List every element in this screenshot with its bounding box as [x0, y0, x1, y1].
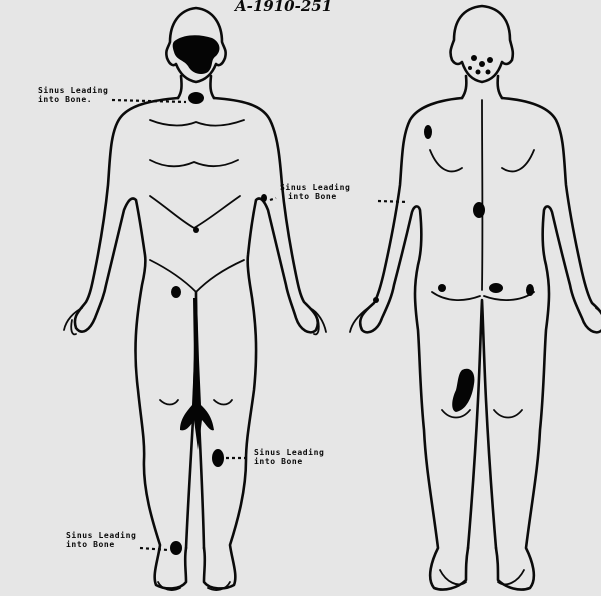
flank-leader	[270, 198, 276, 200]
annotation-flank: Sinus Leading into Bone	[280, 183, 350, 201]
thigh-back-lesion	[452, 369, 474, 412]
buttock-lesion-left	[438, 284, 446, 292]
annotation-line-1: Sinus Leading	[38, 86, 108, 95]
back-lesions	[373, 55, 534, 412]
neck-lesion	[188, 92, 204, 104]
back-right-hand	[596, 308, 601, 332]
leg-scar	[180, 298, 214, 450]
annotation-neck: Sinus Leading into Bone.	[38, 86, 108, 104]
front-clavicle	[150, 120, 244, 126]
scalp-lesion	[479, 61, 485, 67]
back-neck	[462, 76, 502, 98]
annotation-shin: Sinus Leading into Bone	[254, 448, 324, 466]
front-body-right-outline	[204, 98, 318, 588]
front-body-left-outline	[75, 98, 186, 588]
flank-lesion	[261, 194, 267, 202]
back-buttocks	[432, 292, 534, 300]
ankle-lesion	[170, 541, 182, 555]
annotation-line-1: Sinus Leading	[66, 531, 136, 540]
thigh-lesion	[171, 286, 181, 298]
leader-lines	[112, 100, 408, 550]
front-chest-line	[150, 160, 238, 166]
scalp-lesion	[487, 57, 493, 63]
back-head	[451, 6, 513, 82]
scalp-lesion	[468, 66, 472, 70]
ankle-leader	[140, 548, 168, 550]
scalp-lesion	[471, 55, 477, 61]
back-inner-legs	[468, 300, 496, 548]
back-feet	[440, 570, 524, 584]
annotation-line-2: into Bone	[66, 540, 136, 549]
back-knees	[442, 410, 522, 418]
back-figure	[350, 6, 601, 590]
lower-back-lesion	[473, 202, 485, 218]
shoulder-lesion	[424, 125, 432, 139]
flank-leader-back	[378, 201, 408, 202]
annotation-line-1: Sinus Leading	[280, 183, 350, 192]
face-lesion	[173, 35, 220, 74]
scalp-lesion	[476, 70, 481, 75]
annotation-ankle: Sinus Leading into Bone	[66, 531, 136, 549]
front-neck	[210, 76, 214, 98]
buttock-lesion-right	[489, 283, 503, 293]
hip-lesion	[526, 284, 534, 296]
front-groin-line	[150, 260, 244, 292]
navel-mark	[193, 227, 199, 233]
neck-leader	[112, 100, 186, 102]
front-neck	[178, 76, 182, 98]
scalp-lesion	[486, 70, 491, 75]
front-abdomen-line	[150, 196, 240, 228]
wrist-lesion	[373, 297, 379, 303]
annotation-line-2: into Bone	[254, 457, 324, 466]
shin-lesion	[212, 449, 224, 467]
annotation-line-2: into Bone	[280, 192, 350, 201]
annotation-line-1: Sinus Leading	[254, 448, 324, 457]
annotation-line-2: into Bone.	[38, 95, 108, 104]
